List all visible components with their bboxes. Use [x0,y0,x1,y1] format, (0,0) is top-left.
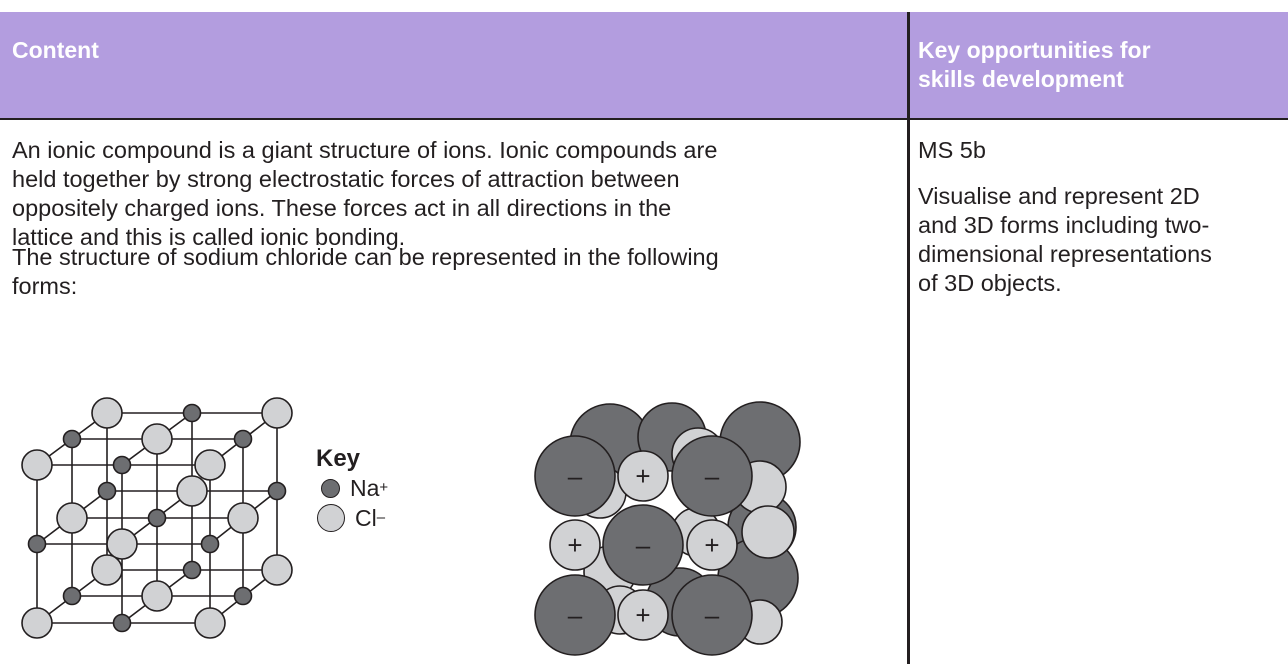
na-ion [182,403,202,423]
para1-line-1: An ionic compound is a giant structure o… [12,137,718,163]
skills-description: Visualise and represent 2D and 3D forms … [918,182,1288,298]
diagram-key: Key Na+ Cl– [316,445,388,533]
nacl-space-filling-diagram: – – – – – + + + + [534,401,801,656]
cl-ion [21,449,53,481]
na-swatch-icon [321,478,340,498]
paragraph-ionic-compound: An ionic compound is a giant structure o… [12,136,902,252]
plus-sign: + [704,530,719,560]
key-na-label: Na [350,474,380,501]
na-ion [147,508,167,528]
front-small-ion [617,450,669,502]
na-ion [267,481,287,501]
minus-sign: – [636,530,651,560]
cl-ion [141,580,173,612]
key-row-na: Na+ [316,473,388,503]
key-cl-label: Cl [355,504,377,531]
na-ion [112,455,132,475]
na-ion [233,429,253,449]
na-ion [200,534,220,554]
plus-sign: + [567,530,582,560]
header-content-cell: Content [0,12,907,118]
skills-cell: MS 5b Visualise and represent 2D and 3D … [918,136,1288,315]
front-small-ion [686,519,738,571]
para1-line-4: lattice and this is called ionic bonding… [12,224,406,250]
para2-line-1: The structure of sodium chloride can be … [12,244,719,270]
minus-sign: – [705,461,720,491]
na-ion [112,613,132,633]
nacl-lattice-diagram [21,397,293,639]
front-large-ion [671,574,753,656]
cl-swatch-icon [317,504,345,532]
cl-ion [56,502,88,534]
front-small-ion [549,519,601,571]
key-row-cl: Cl– [316,503,388,533]
skills-line-2: and 3D forms including two- [918,212,1210,238]
plus-sign: + [635,461,650,491]
skills-line-4: of 3D objects. [918,270,1062,296]
header-content-label: Content [12,37,99,63]
front-large-ion [534,574,616,656]
na-ion [233,586,253,606]
front-large-ion [534,435,616,517]
skills-line-1: Visualise and represent 2D [918,183,1200,209]
front-small-ion [617,589,669,641]
minus-sign: – [705,600,720,630]
cl-ion [176,475,208,507]
minus-sign: – [568,461,583,491]
na-ion [27,534,47,554]
cl-ion [261,554,293,586]
na-ion [62,586,82,606]
cl-ion [261,397,293,429]
front-large-ion [602,504,684,586]
front-large-ion [671,435,753,517]
cl-ion [194,449,226,481]
cl-ion [194,607,226,639]
back-small-ion [741,505,795,559]
cl-ion [91,397,123,429]
na-ion [62,429,82,449]
header-skills-cell: Key opportunities for skills development [910,12,1288,118]
column-divider [907,12,910,664]
cl-ion [106,528,138,560]
header-skills-line-1: Key opportunities for [918,37,1151,63]
header-skills-label: Key opportunities for skills development [918,36,1278,94]
skills-line-3: dimensional representations [918,241,1212,267]
na-ion [182,560,202,580]
key-title: Key [316,445,361,472]
para1-line-3: oppositely charged ions. These forces ac… [12,195,672,221]
para1-line-2: held together by strong electrostatic fo… [12,166,680,192]
cl-ion [91,554,123,586]
minus-sign: – [568,600,583,630]
header-skills-line-2: skills development [918,66,1124,92]
cl-ion [21,607,53,639]
para2-line-2: forms: [12,273,78,299]
cl-ion [141,423,173,455]
na-ion [97,481,117,501]
cl-ion [227,502,259,534]
skills-code: MS 5b [918,137,986,163]
row-divider [0,118,1288,120]
plus-sign: + [635,600,650,630]
paragraph-sodium-chloride: The structure of sodium chloride can be … [12,243,902,301]
